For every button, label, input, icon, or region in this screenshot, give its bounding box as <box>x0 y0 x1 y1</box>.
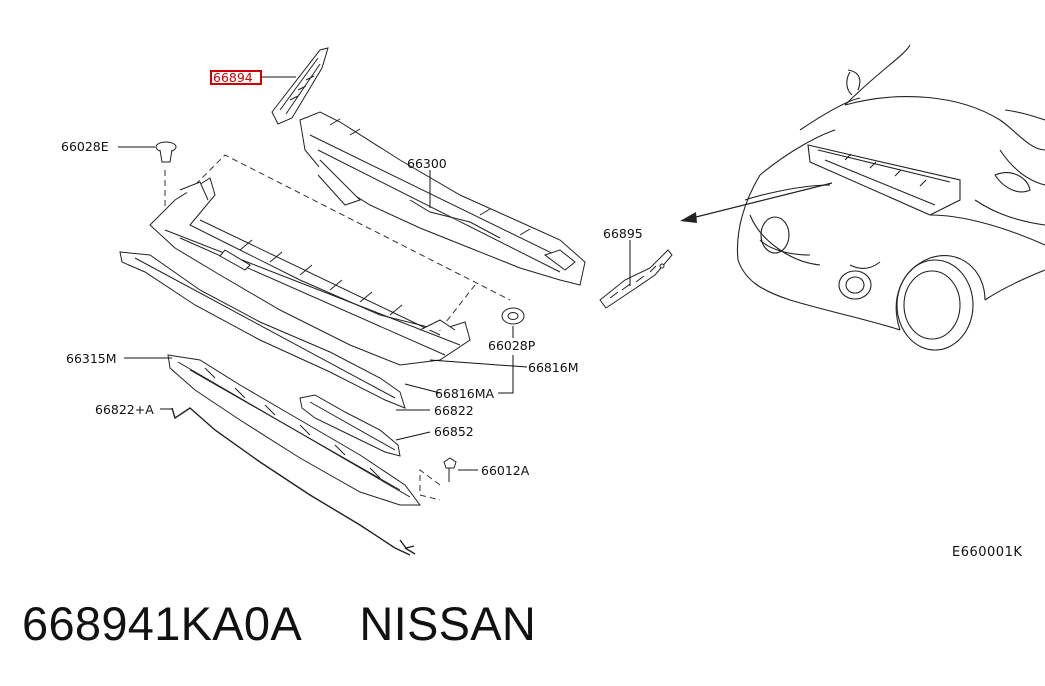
part-66894-cowl-seal <box>271 47 329 125</box>
vehicle-inset <box>736 44 1045 351</box>
part-66822-seal <box>299 394 401 457</box>
grommet-66028P <box>501 307 525 325</box>
clip-66028E <box>155 141 177 163</box>
part-66300-cowl-panel <box>299 111 586 286</box>
part-66816MA-strip <box>119 251 406 409</box>
callout-label-66028P: 66028P <box>488 338 536 353</box>
part-66816M-cowl-top <box>149 177 471 366</box>
part-caption: 668941KA0A NISSAN <box>22 596 536 651</box>
callout-label-66852: 66852 <box>434 424 474 439</box>
reference-arrow <box>680 182 833 223</box>
part-66315M-lower-cowl <box>167 354 421 506</box>
callout-label-66028E: 66028E <box>61 139 109 154</box>
bolt-66012A <box>443 457 457 482</box>
brand-name: NISSAN <box>359 597 537 650</box>
callout-label-66894: 66894 <box>213 70 253 85</box>
part-number: 668941KA0A <box>22 597 303 650</box>
callout-label-66895: 66895 <box>603 226 643 241</box>
part-66895-bracket <box>599 249 673 309</box>
callout-label-66816MA: 66816MA <box>435 386 495 401</box>
callout-label-66012A: 66012A <box>481 463 530 478</box>
callout-label-66822A: 66822+A <box>95 402 154 417</box>
leader-lines <box>118 76 631 471</box>
callout-label-66315M: 66315M <box>66 351 117 366</box>
callout-66894: 66894 <box>210 70 262 85</box>
callout-label-66816M: 66816M <box>528 360 579 375</box>
callout-label-66300: 66300 <box>407 156 447 171</box>
diagram-code: E660001K <box>952 545 1022 560</box>
callout-label-66822: 66822 <box>434 403 474 418</box>
washer-tube-66822A <box>171 407 416 556</box>
